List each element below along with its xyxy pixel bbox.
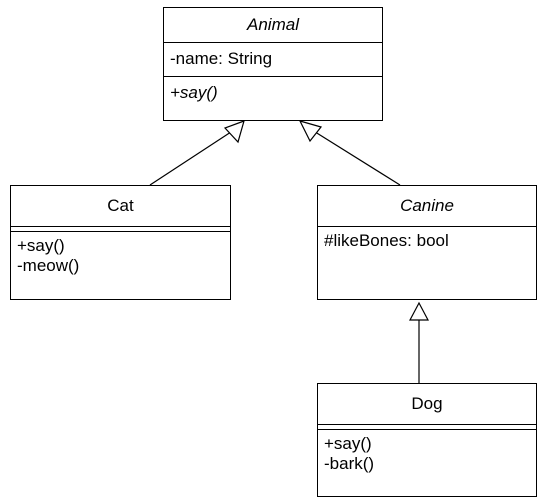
inheritance-arrowhead-icon bbox=[298, 120, 323, 143]
operations-section: +say() -meow() bbox=[11, 232, 230, 279]
generalization-dog-canine bbox=[409, 301, 429, 383]
class-name: Cat bbox=[11, 186, 230, 227]
operations-section: +say() bbox=[164, 77, 382, 106]
generalization-canine-animal bbox=[298, 120, 401, 186]
attributes-section bbox=[11, 227, 230, 232]
operation: +say() bbox=[324, 434, 372, 453]
operation: +say() bbox=[17, 236, 65, 255]
operations-section: +say() -bark() bbox=[318, 430, 536, 477]
class-dog[interactable]: Dog +say() -bark() bbox=[317, 383, 537, 497]
generalization-cat-animal bbox=[149, 120, 245, 186]
class-animal[interactable]: Animal -name: String +say() bbox=[163, 7, 383, 121]
operation: -bark() bbox=[324, 454, 375, 473]
attribute: -name: String bbox=[170, 49, 273, 68]
inheritance-arrowhead-icon bbox=[409, 301, 429, 321]
inheritance-arrowhead-icon bbox=[223, 120, 245, 144]
class-name: Canine bbox=[318, 186, 536, 227]
operation: -meow() bbox=[17, 256, 80, 275]
attributes-section: #likeBones: bool bbox=[318, 227, 536, 254]
class-cat[interactable]: Cat +say() -meow() bbox=[10, 185, 231, 300]
attribute: #likeBones: bool bbox=[324, 231, 449, 250]
class-name: Animal bbox=[164, 8, 382, 43]
attributes-section bbox=[318, 425, 536, 430]
class-name: Dog bbox=[318, 384, 536, 425]
operation: +say() bbox=[170, 83, 218, 102]
attributes-section: -name: String bbox=[164, 43, 382, 77]
class-canine[interactable]: Canine #likeBones: bool bbox=[317, 185, 537, 300]
